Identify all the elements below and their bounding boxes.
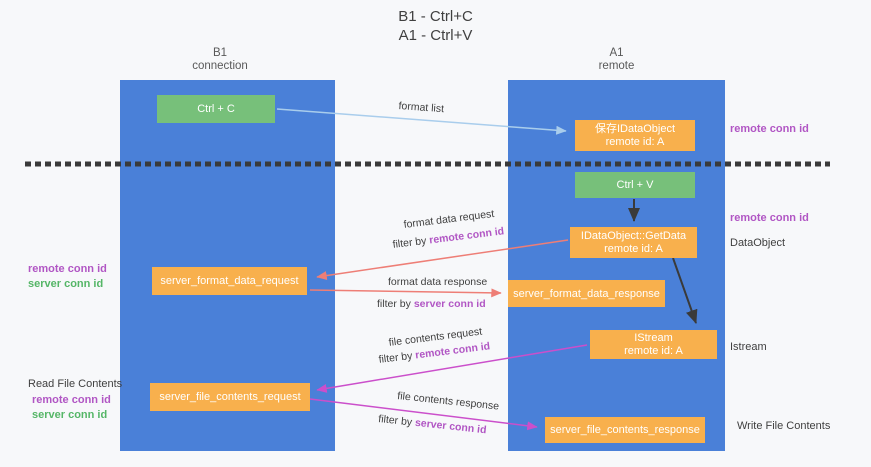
label-format-data-response-text: format data response [388, 276, 488, 288]
node-save-idataobject: 保存IDataObject remote id: A [575, 120, 695, 151]
node-istream: IStream remote id: A [590, 330, 717, 359]
filter-by-text: filter by [377, 298, 411, 310]
lane-header-a1: A1 remote [508, 47, 725, 73]
node-server-file-contents-request-label: server_file_contents_request [159, 391, 301, 403]
side-label-write-file-contents: Write File Contents [737, 420, 830, 432]
node-getdata-line2: remote id: A [604, 242, 663, 255]
side-label-read-file-contents: Read File Contents [28, 378, 122, 390]
lane-header-b1: B1 connection [120, 47, 320, 73]
title-line-1: B1 - Ctrl+C [398, 8, 473, 25]
server-conn-id-text: server conn id [28, 278, 104, 290]
remote-conn-id-text: remote conn id [730, 212, 809, 224]
node-server-format-data-response-label: server_format_data_response [513, 287, 660, 300]
lane-a1-name: A1 [609, 47, 624, 59]
node-server-format-data-request-label: server_format_data_request [160, 275, 299, 287]
label-file-contents-response-text: file contents response [396, 390, 500, 413]
lane-a1-subtitle: remote [598, 60, 635, 72]
node-save-idataobject-line1: 保存IDataObject [594, 122, 676, 135]
filter-by-text: filter by [377, 413, 413, 429]
arrow-format-data-response [309, 288, 502, 298]
node-save-idataobject-line2: remote id: A [605, 135, 665, 148]
node-getdata-line1: IDataObject::GetData [580, 229, 687, 242]
side-label-conn-ids-format: remote conn id server conn id [28, 262, 107, 292]
label-file-contents-response: file contents response [397, 390, 500, 413]
read-file-contents-text: Read File Contents [28, 378, 123, 390]
node-server-format-data-request: server_format_data_request [152, 267, 307, 295]
node-ctrl-c-label: Ctrl + C [197, 103, 235, 115]
side-label-istream: Istream [730, 341, 767, 353]
server-conn-id-text: server conn id [414, 416, 488, 437]
node-server-file-contents-response-label: server_file_contents_response [550, 424, 700, 436]
node-istream-line1: IStream [634, 331, 673, 344]
remote-conn-id-text: remote conn id [428, 225, 505, 247]
server-conn-id-text: server conn id [413, 298, 486, 310]
remote-conn-id-text: remote conn id [28, 263, 107, 275]
label-format-data-response: format data response [388, 276, 487, 288]
side-label-remote-conn-id-dataobject: remote conn id [730, 212, 809, 224]
istream-text: Istream [730, 341, 767, 353]
side-label-conn-ids-file: remote conn id server conn id [32, 393, 111, 423]
node-ctrl-v-label: Ctrl + V [616, 179, 654, 191]
lane-b1-subtitle: connection [192, 60, 248, 72]
label-format-list: format list [398, 100, 444, 115]
node-server-file-contents-request: server_file_contents_request [150, 383, 310, 411]
node-server-format-data-response: server_format_data_response [508, 280, 665, 307]
label-format-list-text: format list [398, 100, 445, 116]
remote-conn-id-text: remote conn id [730, 123, 809, 135]
remote-conn-id-text: remote conn id [32, 394, 111, 406]
diagram-title: B1 - Ctrl+C A1 - Ctrl+V [0, 7, 871, 45]
node-idataobject-getdata: IDataObject::GetData remote id: A [570, 227, 697, 258]
filter-by-text: filter by [392, 234, 428, 251]
dataobject-text: DataObject [730, 237, 786, 249]
side-label-dataobject: DataObject [730, 237, 785, 249]
lane-b1-name: B1 [212, 47, 228, 59]
node-istream-line2: remote id: A [624, 344, 683, 357]
node-ctrl-c: Ctrl + C [157, 95, 275, 123]
node-ctrl-v: Ctrl + V [575, 172, 695, 198]
side-label-remote-conn-id-top: remote conn id [730, 123, 809, 135]
node-server-file-contents-response: server_file_contents_response [545, 417, 705, 443]
title-line-2: A1 - Ctrl+V [398, 27, 473, 44]
server-conn-id-text: server conn id [32, 409, 108, 421]
filter-by-text: filter by [378, 349, 414, 366]
write-file-contents-text: Write File Contents [737, 420, 831, 432]
